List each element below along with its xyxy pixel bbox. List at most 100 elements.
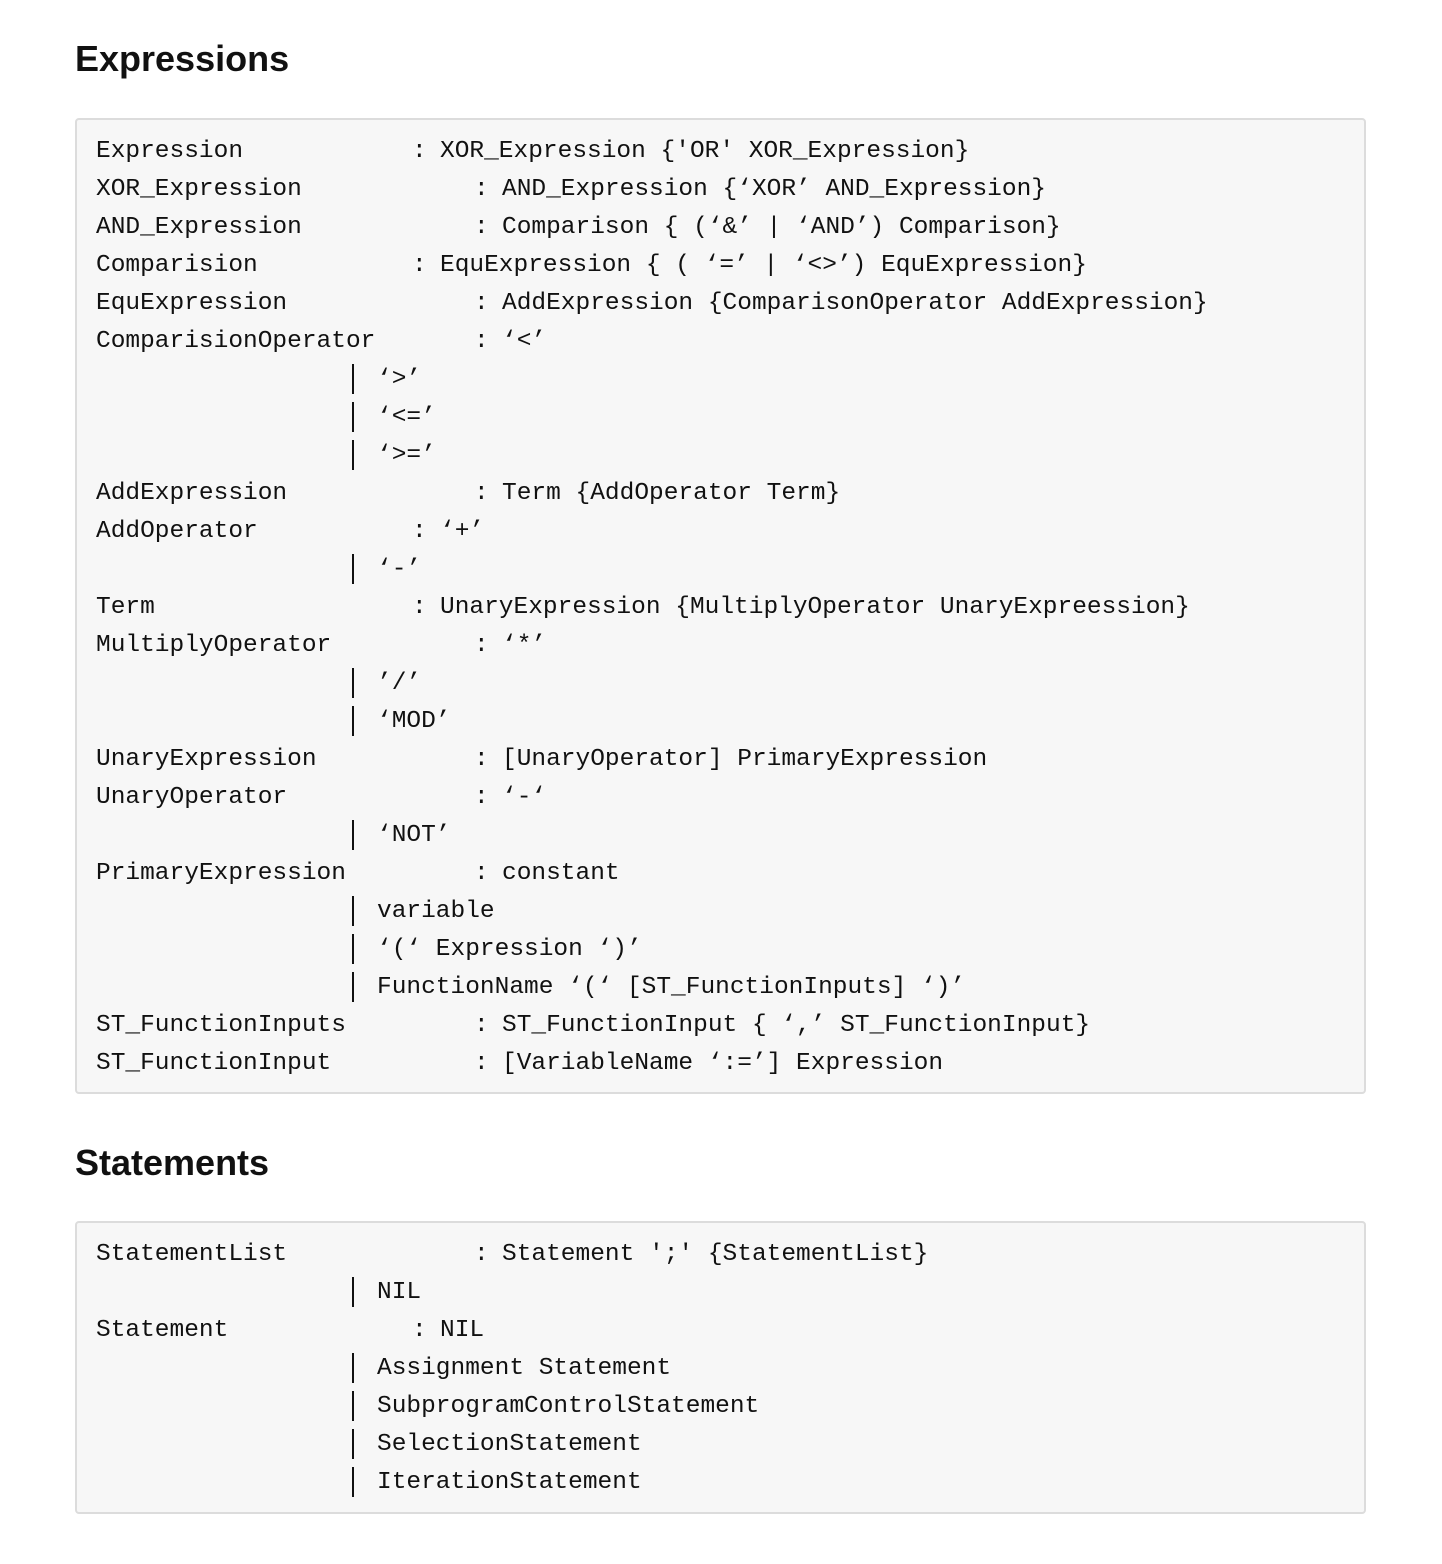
- rule-alternative: ‘NOT’: [377, 822, 451, 849]
- grammar-line: Statement:NIL: [77, 1312, 1364, 1350]
- rule-separator: :: [474, 784, 489, 811]
- alternative-bar: [352, 820, 354, 850]
- grammar-line: ‘NOT’: [77, 817, 1364, 855]
- rule-separator: :: [412, 252, 427, 279]
- grammar-line: ‘(‘ Expression ‘)’: [77, 931, 1364, 969]
- alternative-bar: [352, 554, 354, 584]
- rule-name: UnaryExpression: [96, 746, 317, 773]
- rule-name: PrimaryExpression: [96, 860, 346, 887]
- rule-name: EquExpression: [96, 290, 288, 317]
- alternative-bar: [352, 896, 354, 926]
- alternative-bar: [352, 1391, 354, 1421]
- grammar-line: UnaryOperator: ‘-‘: [77, 779, 1364, 817]
- grammar-line: ‘>’: [77, 361, 1364, 399]
- rule-alternative: IterationStatement: [377, 1469, 642, 1496]
- rule-definition: XOR_Expression {'OR' XOR_Expression}: [440, 138, 970, 165]
- rule-name: AddOperator: [96, 518, 258, 545]
- rule-separator: :: [474, 632, 489, 659]
- rule-alternative: SubprogramControlStatement: [377, 1393, 760, 1420]
- rule-name: ST_FunctionInput: [96, 1050, 332, 1077]
- rule-separator: :: [474, 480, 489, 507]
- rule-name: ST_FunctionInputs: [96, 1012, 346, 1039]
- rule-alternative: ‘<=’: [377, 404, 436, 431]
- grammar-line: AND_Expression: Comparison { (‘&’ | ‘AND’…: [77, 209, 1364, 247]
- alternative-bar: [352, 668, 354, 698]
- grammar-line: Term:UnaryExpression {MultiplyOperator U…: [77, 589, 1364, 627]
- grammar-line: variable: [77, 893, 1364, 931]
- rule-separator: :: [474, 328, 489, 355]
- rule-separator: :: [412, 594, 427, 621]
- grammar-line: SelectionStatement: [77, 1426, 1364, 1464]
- rule-definition: ‘*’: [502, 632, 547, 659]
- rule-name: StatementList: [96, 1241, 288, 1268]
- rule-alternative: variable: [377, 898, 495, 925]
- grammar-line: AddExpression: Term {AddOperator Term}: [77, 475, 1364, 513]
- rule-alternative: NIL: [377, 1279, 422, 1306]
- alternative-bar: [352, 364, 354, 394]
- grammar-line: Expression:XOR_Expression {'OR' XOR_Expr…: [77, 133, 1364, 171]
- rule-separator: :: [474, 746, 489, 773]
- rule-separator: :: [474, 1050, 489, 1077]
- grammar-line: Comparision: EquExpression { ( ‘=’ | ‘<>’…: [77, 247, 1364, 285]
- rule-alternative: ‘-’: [377, 556, 422, 583]
- rule-name: Statement: [96, 1317, 229, 1344]
- grammar-line: Assignment Statement: [77, 1350, 1364, 1388]
- rule-separator: :: [474, 214, 489, 241]
- rule-name: XOR_Expression: [96, 176, 302, 203]
- rule-separator: :: [474, 1241, 489, 1268]
- rule-separator: :: [474, 290, 489, 317]
- grammar-line: ST_FunctionInputs: ST_FunctionInput { ‘,’…: [77, 1007, 1364, 1045]
- rule-definition: AND_Expression {‘XOR’ AND_Expression}: [502, 176, 1046, 203]
- grammar-line: AddOperator: ‘+’: [77, 513, 1364, 551]
- rule-definition: UnaryExpression {MultiplyOperator UnaryE…: [440, 594, 1190, 621]
- rule-definition: ‘-‘: [502, 784, 547, 811]
- grammar-line: ‘MOD’: [77, 703, 1364, 741]
- rule-alternative: SelectionStatement: [377, 1431, 642, 1458]
- rule-definition: [VariableName ‘:=’] Expression: [502, 1050, 944, 1077]
- rule-separator: :: [412, 1317, 427, 1344]
- grammar-line: UnaryExpression:[UnaryOperator] PrimaryE…: [77, 741, 1364, 779]
- rule-definition: ST_FunctionInput { ‘,’ ST_FunctionInput}: [502, 1012, 1091, 1039]
- rule-definition: EquExpression { ( ‘=’ | ‘<>’) EquExpress…: [440, 252, 1087, 279]
- rule-name: UnaryOperator: [96, 784, 288, 811]
- rule-definition: Term {AddOperator Term}: [502, 480, 841, 507]
- alternative-bar: [352, 934, 354, 964]
- code-block-statements: StatementList: Statement ';' {StatementLi…: [75, 1221, 1366, 1514]
- section-heading-statements: Statements: [75, 1142, 270, 1183]
- rule-definition: AddExpression {ComparisonOperator AddExp…: [502, 290, 1208, 317]
- grammar-line: IterationStatement: [77, 1464, 1364, 1502]
- rule-definition: ‘+’: [440, 518, 485, 545]
- rule-definition: constant: [502, 860, 620, 887]
- grammar-line: ST_FunctionInput: [VariableName ‘:=’] Exp…: [77, 1045, 1364, 1083]
- rule-alternative: ‘MOD’: [377, 708, 451, 735]
- rule-separator: :: [474, 1012, 489, 1039]
- rule-separator: :: [412, 518, 427, 545]
- rule-definition: Comparison { (‘&’ | ‘AND’) Comparison}: [502, 214, 1061, 241]
- rule-name: AND_Expression: [96, 214, 302, 241]
- rule-separator: :: [474, 176, 489, 203]
- rule-name: Comparision: [96, 252, 258, 279]
- alternative-bar: [352, 1429, 354, 1459]
- grammar-line: XOR_Expression: AND_Expression {‘XOR’ AND…: [77, 171, 1364, 209]
- section-heading-expressions: Expressions: [75, 38, 290, 79]
- alternative-bar: [352, 706, 354, 736]
- grammar-line: ’/’: [77, 665, 1364, 703]
- code-block-expressions: Expression:XOR_Expression {'OR' XOR_Expr…: [75, 118, 1366, 1094]
- rule-alternative: ‘>=’: [377, 442, 436, 469]
- grammar-line: ‘-’: [77, 551, 1364, 589]
- grammar-line: StatementList: Statement ';' {StatementLi…: [77, 1236, 1364, 1274]
- grammar-line: ‘<=’: [77, 399, 1364, 437]
- rule-name: AddExpression: [96, 480, 288, 507]
- rule-separator: :: [412, 138, 427, 165]
- rule-definition: Statement ';' {StatementList}: [502, 1241, 929, 1268]
- grammar-line: NIL: [77, 1274, 1364, 1312]
- grammar-line: PrimaryExpression:constant: [77, 855, 1364, 893]
- rule-alternative: ‘(‘ Expression ‘)’: [377, 936, 642, 963]
- grammar-line: EquExpression: AddExpression {ComparisonO…: [77, 285, 1364, 323]
- grammar-line: ‘>=’: [77, 437, 1364, 475]
- grammar-line: SubprogramControlStatement: [77, 1388, 1364, 1426]
- rule-name: ComparisionOperator: [96, 328, 376, 355]
- alternative-bar: [352, 972, 354, 1002]
- rule-alternative: ’/’: [377, 670, 422, 697]
- grammar-line: ComparisionOperator:‘<’: [77, 323, 1364, 361]
